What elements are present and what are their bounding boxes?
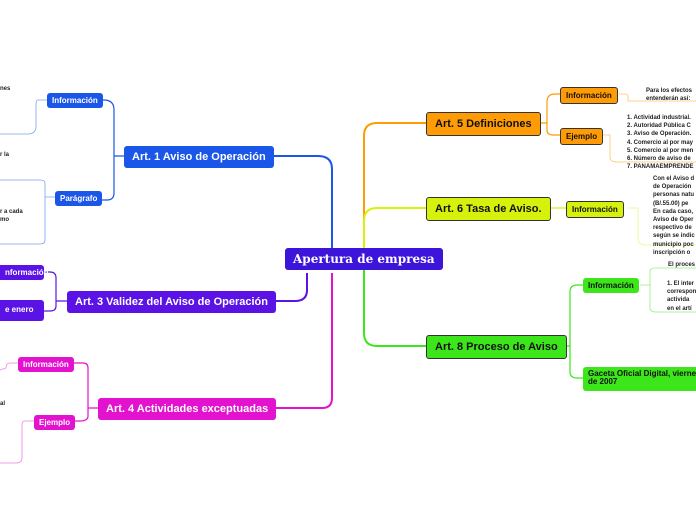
topic-art6-tasa-de-aviso[interactable]: Art. 6 Tasa de Aviso. [426, 197, 551, 221]
art1-note-fragment: r la [0, 152, 10, 158]
connector-art4-branches [74, 362, 98, 422]
connector-art8-branches [560, 284, 583, 379]
connector-art8 [363, 262, 426, 347]
art8-note-list: 1. El inter correspon activida en el art… [667, 281, 696, 312]
art8-informacion[interactable]: Información [583, 278, 639, 293]
art6-informacion[interactable]: Información [566, 201, 624, 218]
topic-art4-actividades-exceptuadas[interactable]: Art. 4 Actividades exceptuadas [98, 398, 277, 420]
central-topic[interactable]: Apertura de empresa [285, 248, 443, 270]
connector-art1-branches [100, 99, 124, 201]
topic-art1-aviso-de-operacion[interactable]: Art. 1 Aviso de Operación [124, 146, 274, 168]
art8-note-top: El proces [668, 262, 696, 268]
connector-art5 [363, 122, 426, 262]
connector-art4-notes [0, 362, 34, 464]
connector-art8-notes [640, 267, 696, 313]
connector-art1 [268, 155, 333, 263]
art4-note-fragment: al [0, 401, 6, 407]
art6-info-note: Con el Aviso d de Operación personas nat… [653, 176, 695, 256]
art3-informacion[interactable]: nformación [0, 265, 49, 280]
art5-informacion[interactable]: Información [560, 87, 618, 104]
art1-informacion[interactable]: Información [47, 93, 103, 108]
art5-info-note: Para los efectos entenderán así: [646, 88, 693, 103]
connector-art5-branches [538, 93, 560, 136]
art4-ejemplo[interactable]: Ejemplo [34, 415, 76, 430]
art5-ejemplo[interactable]: Ejemplo [560, 128, 604, 145]
art1-info-note-fragment: nes [0, 86, 11, 92]
connector-art5-notes [600, 93, 696, 163]
topic-art8-proceso-de-aviso[interactable]: Art. 8 Proceso de Aviso [426, 335, 567, 359]
connector-art3 [269, 273, 308, 302]
connector-art4 [268, 273, 333, 409]
art3-enero-node[interactable]: e enero [0, 300, 44, 321]
art4-informacion[interactable]: Información [18, 357, 74, 372]
art1-paragrafo-note-fragment: r a cada mo [0, 209, 23, 224]
connector-art6 [363, 207, 426, 262]
art8-gaceta-oficial[interactable]: Gaceta Oficial Digital, vierne de 2007 [583, 367, 696, 391]
connector-art6-note [628, 207, 696, 246]
connector-art1-info-note [0, 99, 47, 135]
art5-ejemplo-list: 1. Actividad industrial. 2. Autoridad Pú… [627, 115, 694, 171]
connector-art1-parag-note [0, 179, 55, 245]
connector-art3-branches [44, 271, 67, 312]
topic-art5-definiciones[interactable]: Art. 5 Definiciones [426, 112, 541, 136]
topic-art3-validez-aviso[interactable]: Art. 3 Validez del Aviso de Operación [67, 291, 276, 313]
art1-paragrafo[interactable]: Parágrafo [55, 191, 103, 206]
